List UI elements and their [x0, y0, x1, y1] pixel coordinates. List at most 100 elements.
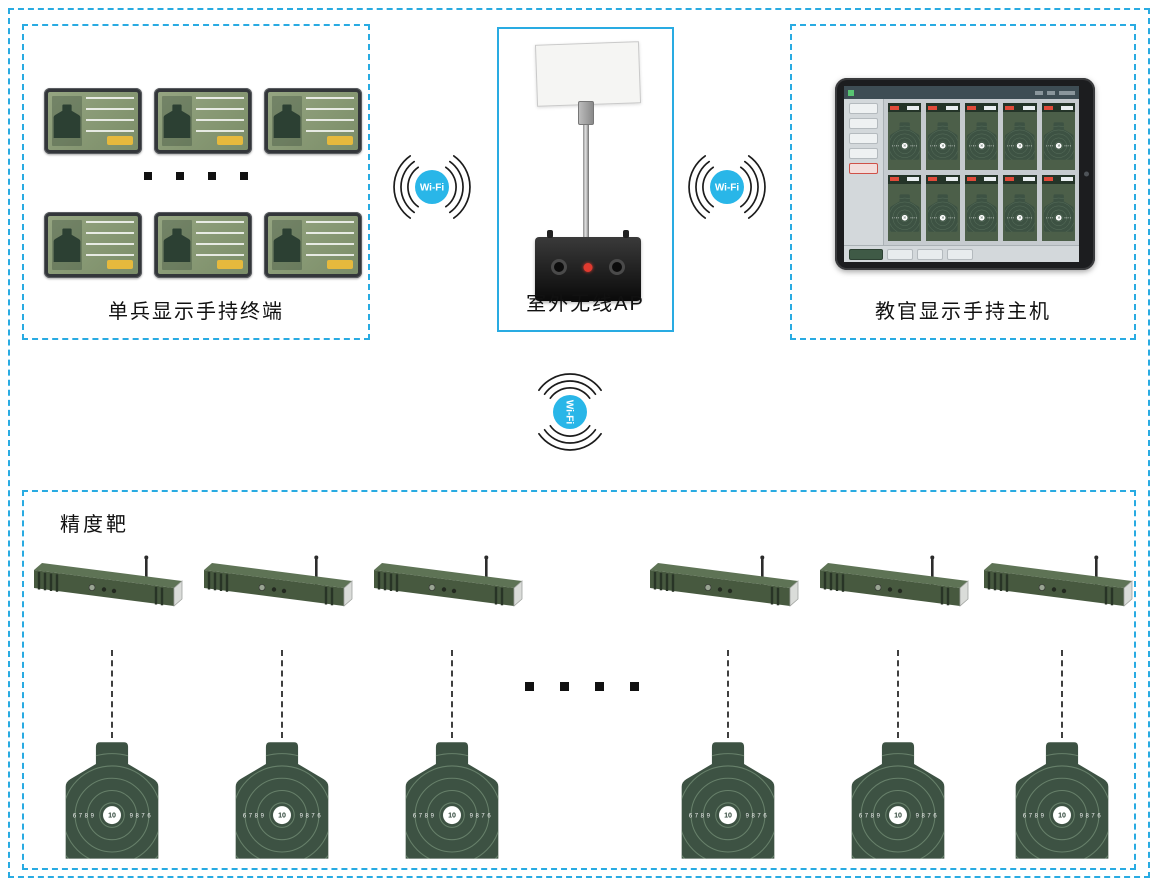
- target-card-silhouette: [965, 184, 998, 242]
- target-card-silhouette: [1042, 112, 1075, 170]
- target-card: [926, 174, 960, 242]
- bottom-toolbar: [844, 245, 1079, 262]
- soldier-terminal-tablet: [44, 88, 142, 154]
- target-sensor-bar: [372, 554, 524, 608]
- bottom-box-label: 精度靶: [60, 514, 129, 536]
- connector-line: [111, 650, 113, 738]
- wifi-icon: [538, 373, 602, 451]
- menu-button: [849, 118, 878, 129]
- score-list: [86, 97, 134, 146]
- target-card-header: [964, 174, 999, 184]
- outdoor-ap-panel: 室外无线AP: [497, 27, 674, 332]
- target-card-header: [888, 174, 922, 184]
- connector-line: [897, 650, 899, 738]
- tablet-screen: [48, 92, 138, 150]
- tablet-screen: [268, 92, 358, 150]
- menu-button: [849, 133, 878, 144]
- target-card: [964, 103, 999, 170]
- tablet-titlebar: [844, 86, 1079, 99]
- target-card-header: [1041, 174, 1075, 184]
- target-card-header: [926, 174, 960, 184]
- precision-target: [60, 740, 164, 859]
- ap-connector-port: [609, 259, 625, 275]
- target-card: [1003, 174, 1037, 242]
- tablet-screen: [268, 216, 358, 274]
- ap-mount-clamp: [578, 101, 594, 125]
- precision-target: [676, 740, 780, 859]
- soldier-terminals-panel: 单兵显示手持终端: [22, 24, 370, 340]
- left-box-label: 单兵显示手持终端: [108, 301, 284, 323]
- target-sensor-bar: [982, 554, 1134, 608]
- soldier-terminal-tablet: [264, 212, 362, 278]
- menu-button: [849, 148, 878, 159]
- target-card: [1003, 103, 1037, 170]
- precision-target-field: 精度靶: [22, 490, 1136, 870]
- ellipsis-dots: [24, 172, 368, 180]
- target-card: [888, 103, 922, 170]
- target-sensor-bar: [202, 554, 354, 608]
- target-sensor-bar: [818, 554, 970, 608]
- target-card: [926, 103, 960, 170]
- soldier-terminal-tablet: [154, 88, 252, 154]
- target-sensor-bar: [648, 554, 800, 608]
- instructor-tablet: [835, 78, 1095, 270]
- connector-line: [281, 650, 283, 738]
- ap-connector-stub: [547, 230, 553, 238]
- tablet-screen: [158, 216, 248, 274]
- target-card: [1041, 174, 1075, 242]
- center-box-label: 室外无线AP: [526, 293, 645, 315]
- target-card-header: [926, 103, 960, 112]
- target-card-silhouette: [926, 184, 959, 242]
- score-list: [306, 97, 354, 146]
- tablet-screen: [158, 92, 248, 150]
- target-sensor-bar: [32, 554, 184, 608]
- score-list: [196, 97, 244, 146]
- toolbar-button: [887, 248, 913, 260]
- target-card-silhouette: [965, 112, 998, 170]
- menu-button-alert: [849, 163, 878, 174]
- ap-connector-port: [551, 259, 567, 275]
- right-box-label: 教官显示手持主机: [875, 301, 1051, 323]
- precision-target: [400, 740, 504, 859]
- target-card-silhouette: [1003, 112, 1036, 170]
- connector-line: [727, 650, 729, 738]
- target-card-silhouette: [926, 112, 959, 170]
- target-card: [964, 174, 999, 242]
- target-card: [1041, 103, 1075, 170]
- ap-base-unit: [535, 230, 641, 301]
- instructor-host-panel: 教官显示手持主机: [790, 24, 1136, 340]
- target-card-silhouette: [888, 112, 921, 170]
- target-card-header: [1003, 103, 1037, 112]
- diagram-outer-frame: [8, 8, 1150, 878]
- target-thumbnail-icon: [272, 220, 302, 270]
- tablet-screen: [48, 216, 138, 274]
- target-card-header: [888, 103, 922, 112]
- ap-power-led: [583, 263, 593, 272]
- instructor-screen: [844, 86, 1079, 262]
- precision-target: [230, 740, 334, 859]
- wifi-icon: [393, 155, 471, 219]
- target-thumbnail-icon: [52, 96, 82, 146]
- target-card-silhouette: [1042, 184, 1075, 242]
- connector-line: [451, 650, 453, 738]
- toolbar-button-primary: [849, 248, 883, 260]
- target-card-header: [1041, 103, 1075, 112]
- score-list: [86, 221, 134, 270]
- toolbar-button: [947, 248, 973, 260]
- target-card-header: [964, 103, 999, 112]
- toolbar-button: [917, 248, 943, 260]
- precision-target: [1010, 740, 1114, 859]
- target-thumbnail-icon: [162, 220, 192, 270]
- target-card-grid: [884, 99, 1079, 245]
- target-card: [888, 174, 922, 242]
- target-thumbnail-icon: [272, 96, 302, 146]
- target-card-header: [1003, 174, 1037, 184]
- target-thumbnail-icon: [162, 96, 192, 146]
- target-card-silhouette: [888, 184, 921, 242]
- score-list: [306, 221, 354, 270]
- tablet-camera: [1084, 171, 1089, 177]
- ap-panel-antenna: [534, 41, 642, 107]
- target-card-silhouette: [1003, 184, 1036, 242]
- sidebar-menu: [844, 99, 884, 245]
